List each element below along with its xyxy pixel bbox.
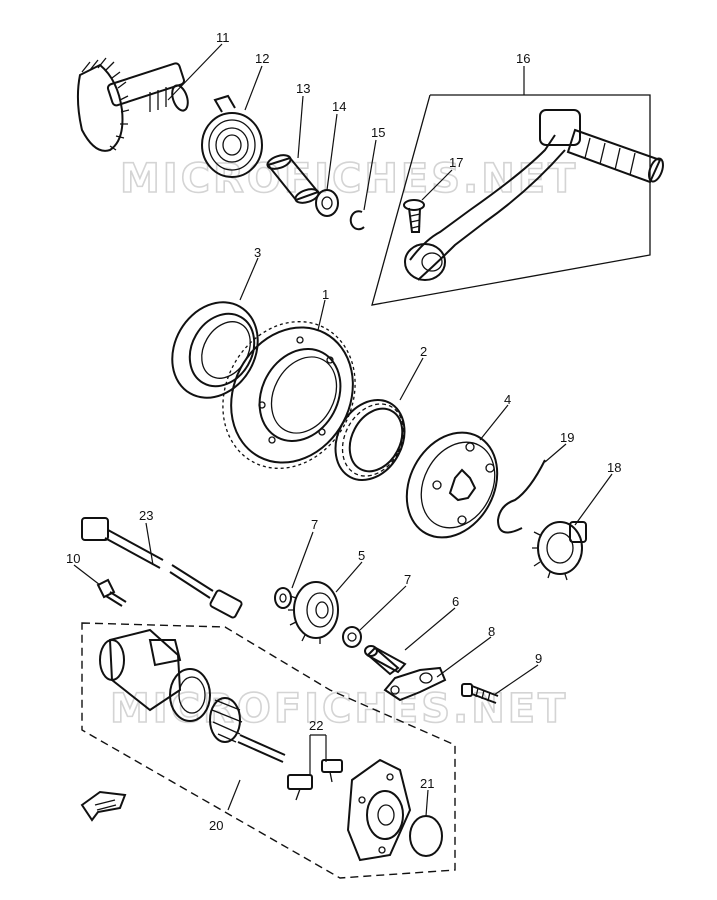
watermark-top: MICROFICHES.NET [120, 156, 578, 202]
callout-23: 23 [139, 508, 153, 523]
callout-6: 6 [452, 594, 459, 609]
callout-1: 1 [322, 287, 329, 302]
callout-3: 3 [254, 245, 261, 260]
part-19-wire-clip [496, 459, 546, 534]
part-16-kick-crank [371, 94, 664, 306]
callout-22: 22 [309, 718, 323, 733]
part-10-bolt [96, 578, 127, 607]
callout-17: 17 [449, 155, 463, 170]
callout-7-lower: 7 [404, 572, 411, 587]
part-21-cap [409, 815, 443, 857]
part-17-bolt [403, 199, 425, 233]
part-7-washer-upper [274, 587, 292, 609]
part-4-wheel-gear [405, 431, 499, 539]
callout-21: 21 [420, 776, 434, 791]
part-3-oil-seal [171, 301, 259, 399]
part-5-idler-gear [288, 581, 339, 644]
callout-9: 9 [535, 651, 542, 666]
part-6-shaft [364, 645, 407, 676]
part-7-washer-lower [342, 626, 362, 648]
callout-5: 5 [358, 548, 365, 563]
callout-18: 18 [607, 460, 621, 475]
callout-10: 10 [66, 551, 80, 566]
part-12-spring [201, 94, 263, 178]
part-20-starting-motor [81, 622, 456, 879]
part-8-plate [383, 666, 447, 702]
leader-lines [73, 43, 613, 817]
part-9-bolt [461, 683, 499, 704]
callout-11: 11 [216, 30, 230, 45]
callout-13: 13 [296, 81, 310, 96]
callout-8: 8 [488, 624, 495, 639]
callout-15: 15 [371, 125, 385, 140]
callout-16: 16 [516, 51, 530, 66]
callout-12: 12 [255, 51, 269, 66]
part-23-lead-wire [81, 517, 243, 619]
part-15-circlip [349, 210, 365, 231]
part-18-gear [532, 521, 587, 581]
front-arrow-icon [80, 790, 127, 822]
callout-2: 2 [420, 344, 427, 359]
callout-19: 19 [560, 430, 574, 445]
callout-7-upper: 7 [311, 517, 318, 532]
callout-labels: 11 12 13 14 15 16 17 3 1 2 4 19 18 23 10… [66, 30, 621, 833]
callout-14: 14 [332, 99, 346, 114]
part-13-collar [266, 154, 320, 204]
callout-20: 20 [209, 818, 223, 833]
part-11-kick-shaft [76, 57, 189, 152]
callout-4: 4 [504, 392, 511, 407]
part-2-one-way-clutch [334, 398, 406, 482]
